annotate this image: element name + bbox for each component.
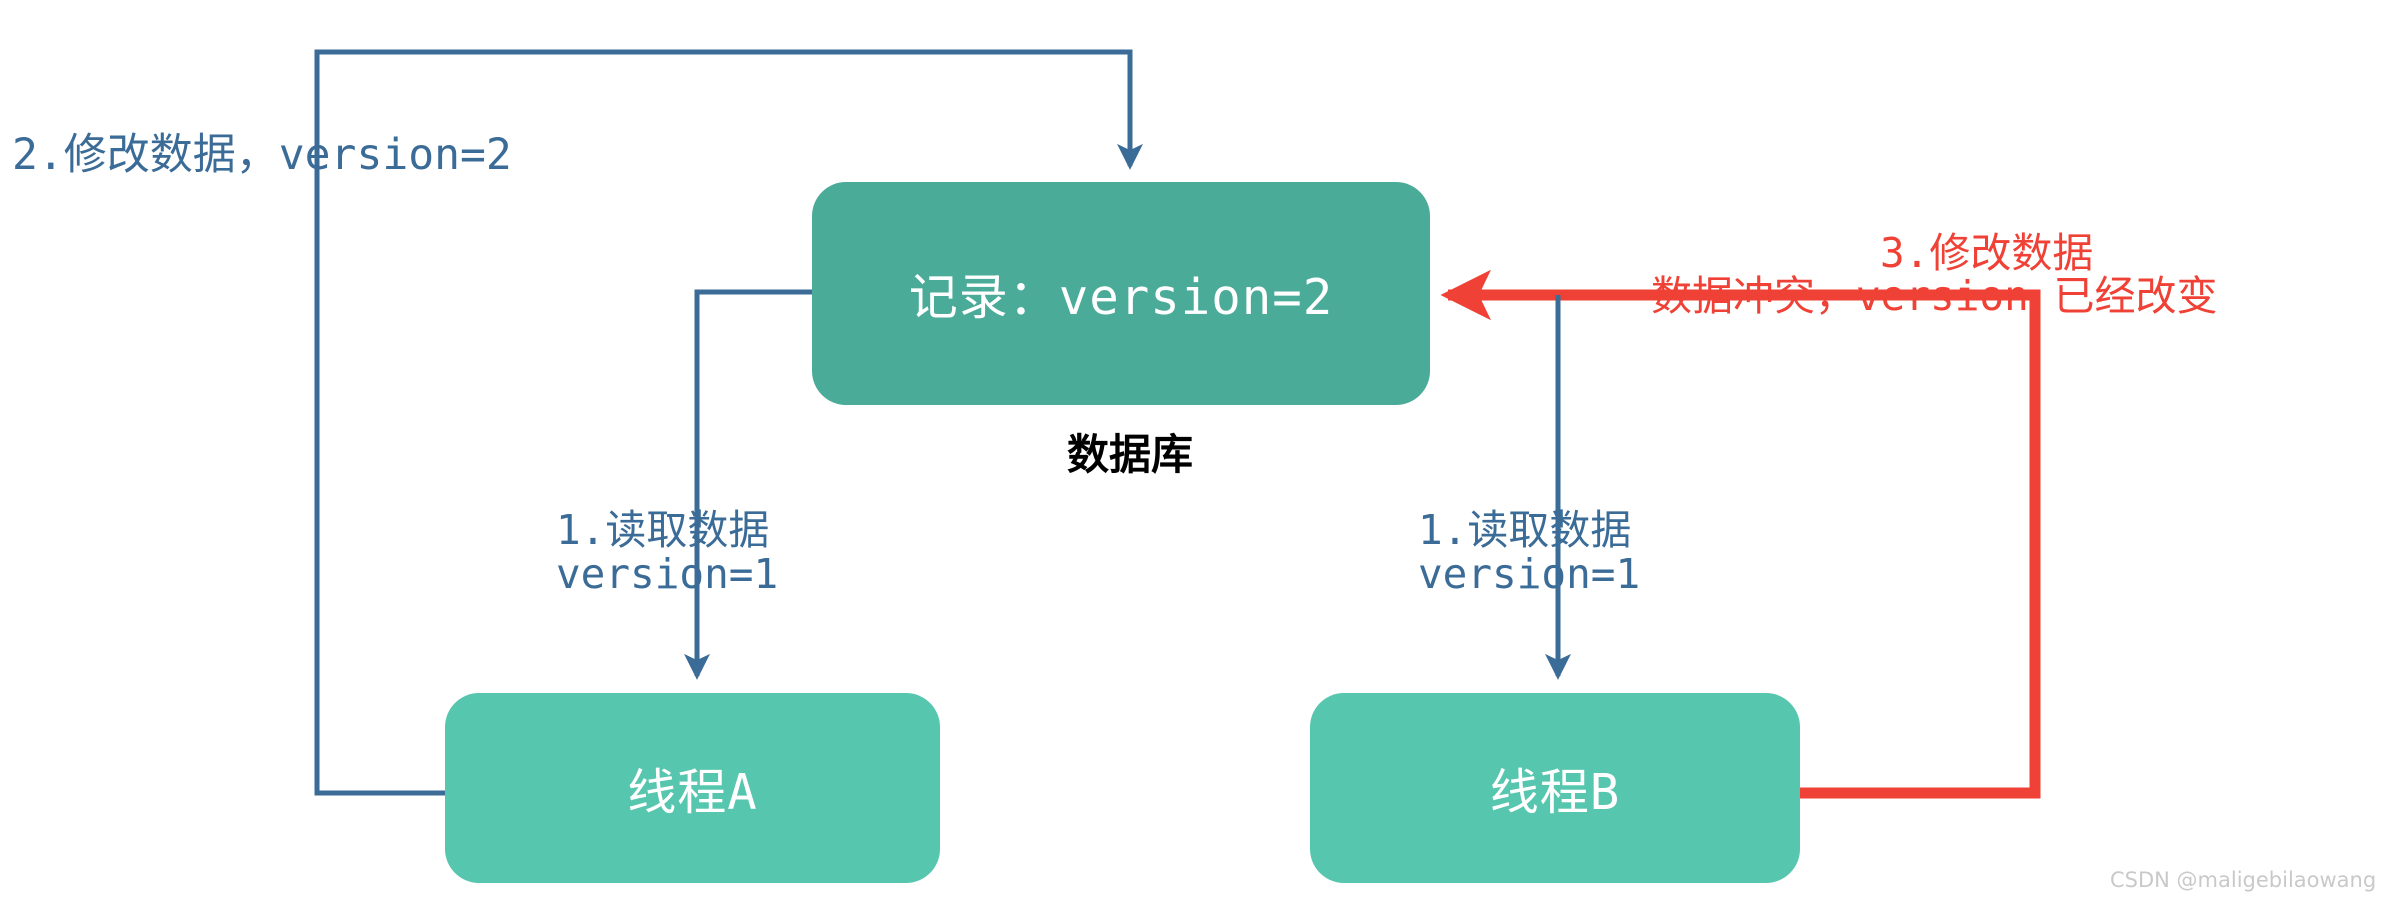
thread-b-node[interactable]: 线程B <box>1310 693 1800 883</box>
edge-label-conflict: 数据冲突，version 已经改变 <box>1651 272 2218 320</box>
edge-label-modify-step2: 2.修改数据，version=2 <box>12 130 512 180</box>
thread-a-node[interactable]: 线程A <box>445 693 940 883</box>
edge-label-read-b-line2: version=1 <box>1418 550 1641 598</box>
edge-label-read-a-line1: 1.读取数据 <box>556 506 770 554</box>
database-caption: 数据库 <box>1066 430 1193 479</box>
watermark: CSDN @maligebilaowang <box>2110 868 2377 892</box>
edge-label-modify-step3: 3.修改数据 <box>1880 229 2094 277</box>
edge-thread-a-to-database-write <box>314 49 1143 796</box>
database-node[interactable]: 记录：version=2 <box>812 182 1430 405</box>
edge-label-read-b-line1: 1.读取数据 <box>1418 506 1632 554</box>
edge-database-to-thread-a-read <box>684 289 812 680</box>
edge-thread-b-to-database-conflict <box>1440 269 2041 799</box>
thread-b-node-label: 线程B <box>1489 763 1621 821</box>
database-node-label: 记录：version=2 <box>908 269 1334 326</box>
thread-a-node-label: 线程A <box>627 763 758 821</box>
edge-label-read-a-line2: version=1 <box>556 550 779 598</box>
